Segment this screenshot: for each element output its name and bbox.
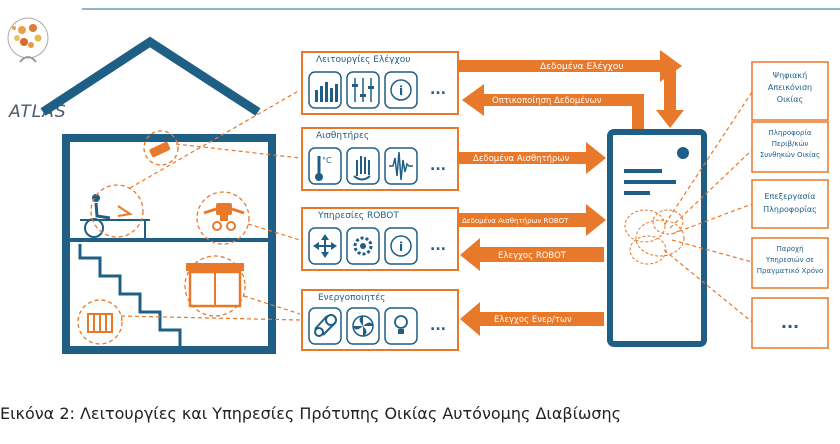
svg-text:Υπηρεσιών σε: Υπηρεσιών σε xyxy=(765,256,814,264)
more-dots: ... xyxy=(430,158,446,174)
svg-text:Επεξεργασία: Επεξεργασία xyxy=(764,192,815,201)
svg-text:...: ... xyxy=(781,313,799,332)
svg-text:Ελεγχος Ενερ/των: Ελεγχος Ενερ/των xyxy=(494,315,572,325)
panel-title: Αισθητήρες xyxy=(316,131,369,141)
panel-robot-services: Υπηρεσίες ROBOT i ... xyxy=(301,207,459,271)
thermometer-icon xyxy=(308,147,342,185)
arrow-actuator-control: Ελεγχος Ενερ/των xyxy=(460,302,604,336)
panel-sensors: Αισθητήρες °C ... xyxy=(301,127,459,191)
service-box-digital-twin: Ψηφιακή Απεικόνιση Οικίας xyxy=(751,61,829,121)
more-dots: ... xyxy=(430,318,446,334)
svg-text:Πραγματικό Χρόνο: Πραγματικό Χρόνο xyxy=(757,267,823,275)
arrow-robot-sensor-data: Δεδομένα Αισθητήρων ROBOT xyxy=(458,204,606,236)
service-box-environment-info: Πληροφορία Περιβ/κών Συνθηκών Οικίας xyxy=(751,121,829,173)
svg-text:Απεικόνιση: Απεικόνιση xyxy=(768,82,812,92)
service-box-realtime-services: Παροχή Υπηρεσιών σε Πραγματικό Χρόνο xyxy=(751,237,829,289)
service-connectors xyxy=(663,91,753,323)
server-icon xyxy=(607,129,707,347)
svg-text:°C: °C xyxy=(322,156,332,165)
waveform-icon xyxy=(384,147,418,185)
panel-title: Λειτουργίες Ελέγχου xyxy=(316,54,410,65)
arrow-control-data-bend xyxy=(656,64,684,128)
svg-text:Συνθηκών Οικίας: Συνθηκών Οικίας xyxy=(760,151,820,159)
info-icon xyxy=(384,71,418,109)
lightbulb-icon xyxy=(384,307,418,345)
fan-icon xyxy=(346,307,380,345)
svg-text:i: i xyxy=(399,240,403,254)
more-dots: ... xyxy=(430,238,446,254)
svg-text:Δεδομένα Αισθητήρων ROBOT: Δεδομένα Αισθητήρων ROBOT xyxy=(462,217,569,225)
connector-lines xyxy=(120,89,301,321)
move-arrows-icon xyxy=(308,227,342,265)
panel-title: Υπηρεσίες ROBOT xyxy=(317,211,399,221)
figure-caption: Εικόνα 2: Λειτουργίες και Υπηρεσίες Πρότ… xyxy=(0,404,622,423)
hand-wave-icon xyxy=(346,147,380,185)
arrow-control-data: Δεδομένα Ελέγχου xyxy=(458,50,682,82)
arrow-sensor-data: Δεδομένα Αισθητήρων xyxy=(458,142,606,174)
sliders-icon xyxy=(346,71,380,109)
panel-control-functions: Λειτουργίες Ελέγχου i ... xyxy=(301,51,459,115)
svg-text:Παροχή: Παροχή xyxy=(776,245,803,253)
svg-text:i: i xyxy=(399,84,403,98)
house xyxy=(40,36,276,354)
service-box-information-processing: Επεξεργασία Πληροφορίας xyxy=(751,179,829,229)
robot-gear-icon xyxy=(346,227,380,265)
svg-text:Οικίας: Οικίας xyxy=(777,95,803,104)
svg-text:Δεδομένα Αισθητήρων: Δεδομένα Αισθητήρων xyxy=(473,153,570,164)
motor-icon xyxy=(308,307,342,345)
service-box-more: ... xyxy=(751,297,829,349)
bar-chart-icon xyxy=(308,71,342,109)
svg-text:Δεδομένα Ελέγχου: Δεδομένα Ελέγχου xyxy=(540,61,624,72)
svg-text:Πληροφορία: Πληροφορία xyxy=(769,129,812,137)
device-highlights xyxy=(77,130,250,345)
more-dots: ... xyxy=(430,82,446,98)
svg-text:Ελεγχος ROBOT: Ελεγχος ROBOT xyxy=(498,251,567,261)
info-icon xyxy=(384,227,418,265)
arrow-robot-control: Ελεγχος ROBOT xyxy=(460,238,604,271)
svg-text:Ψηφιακή: Ψηφιακή xyxy=(773,71,807,80)
svg-text:Περιβ/κών: Περιβ/κών xyxy=(772,140,809,148)
svg-text:Οπτικοποίηση Δεδομένων: Οπτικοποίηση Δεδομένων xyxy=(492,95,602,106)
panel-title: Ενεργοποιητές xyxy=(318,292,385,303)
panel-actuators: Ενεργοποιητές ... xyxy=(301,289,459,351)
svg-text:Πληροφορίας: Πληροφορίας xyxy=(763,205,817,214)
arrow-data-visualization: Οπτικοποίηση Δεδομένων xyxy=(462,84,644,138)
